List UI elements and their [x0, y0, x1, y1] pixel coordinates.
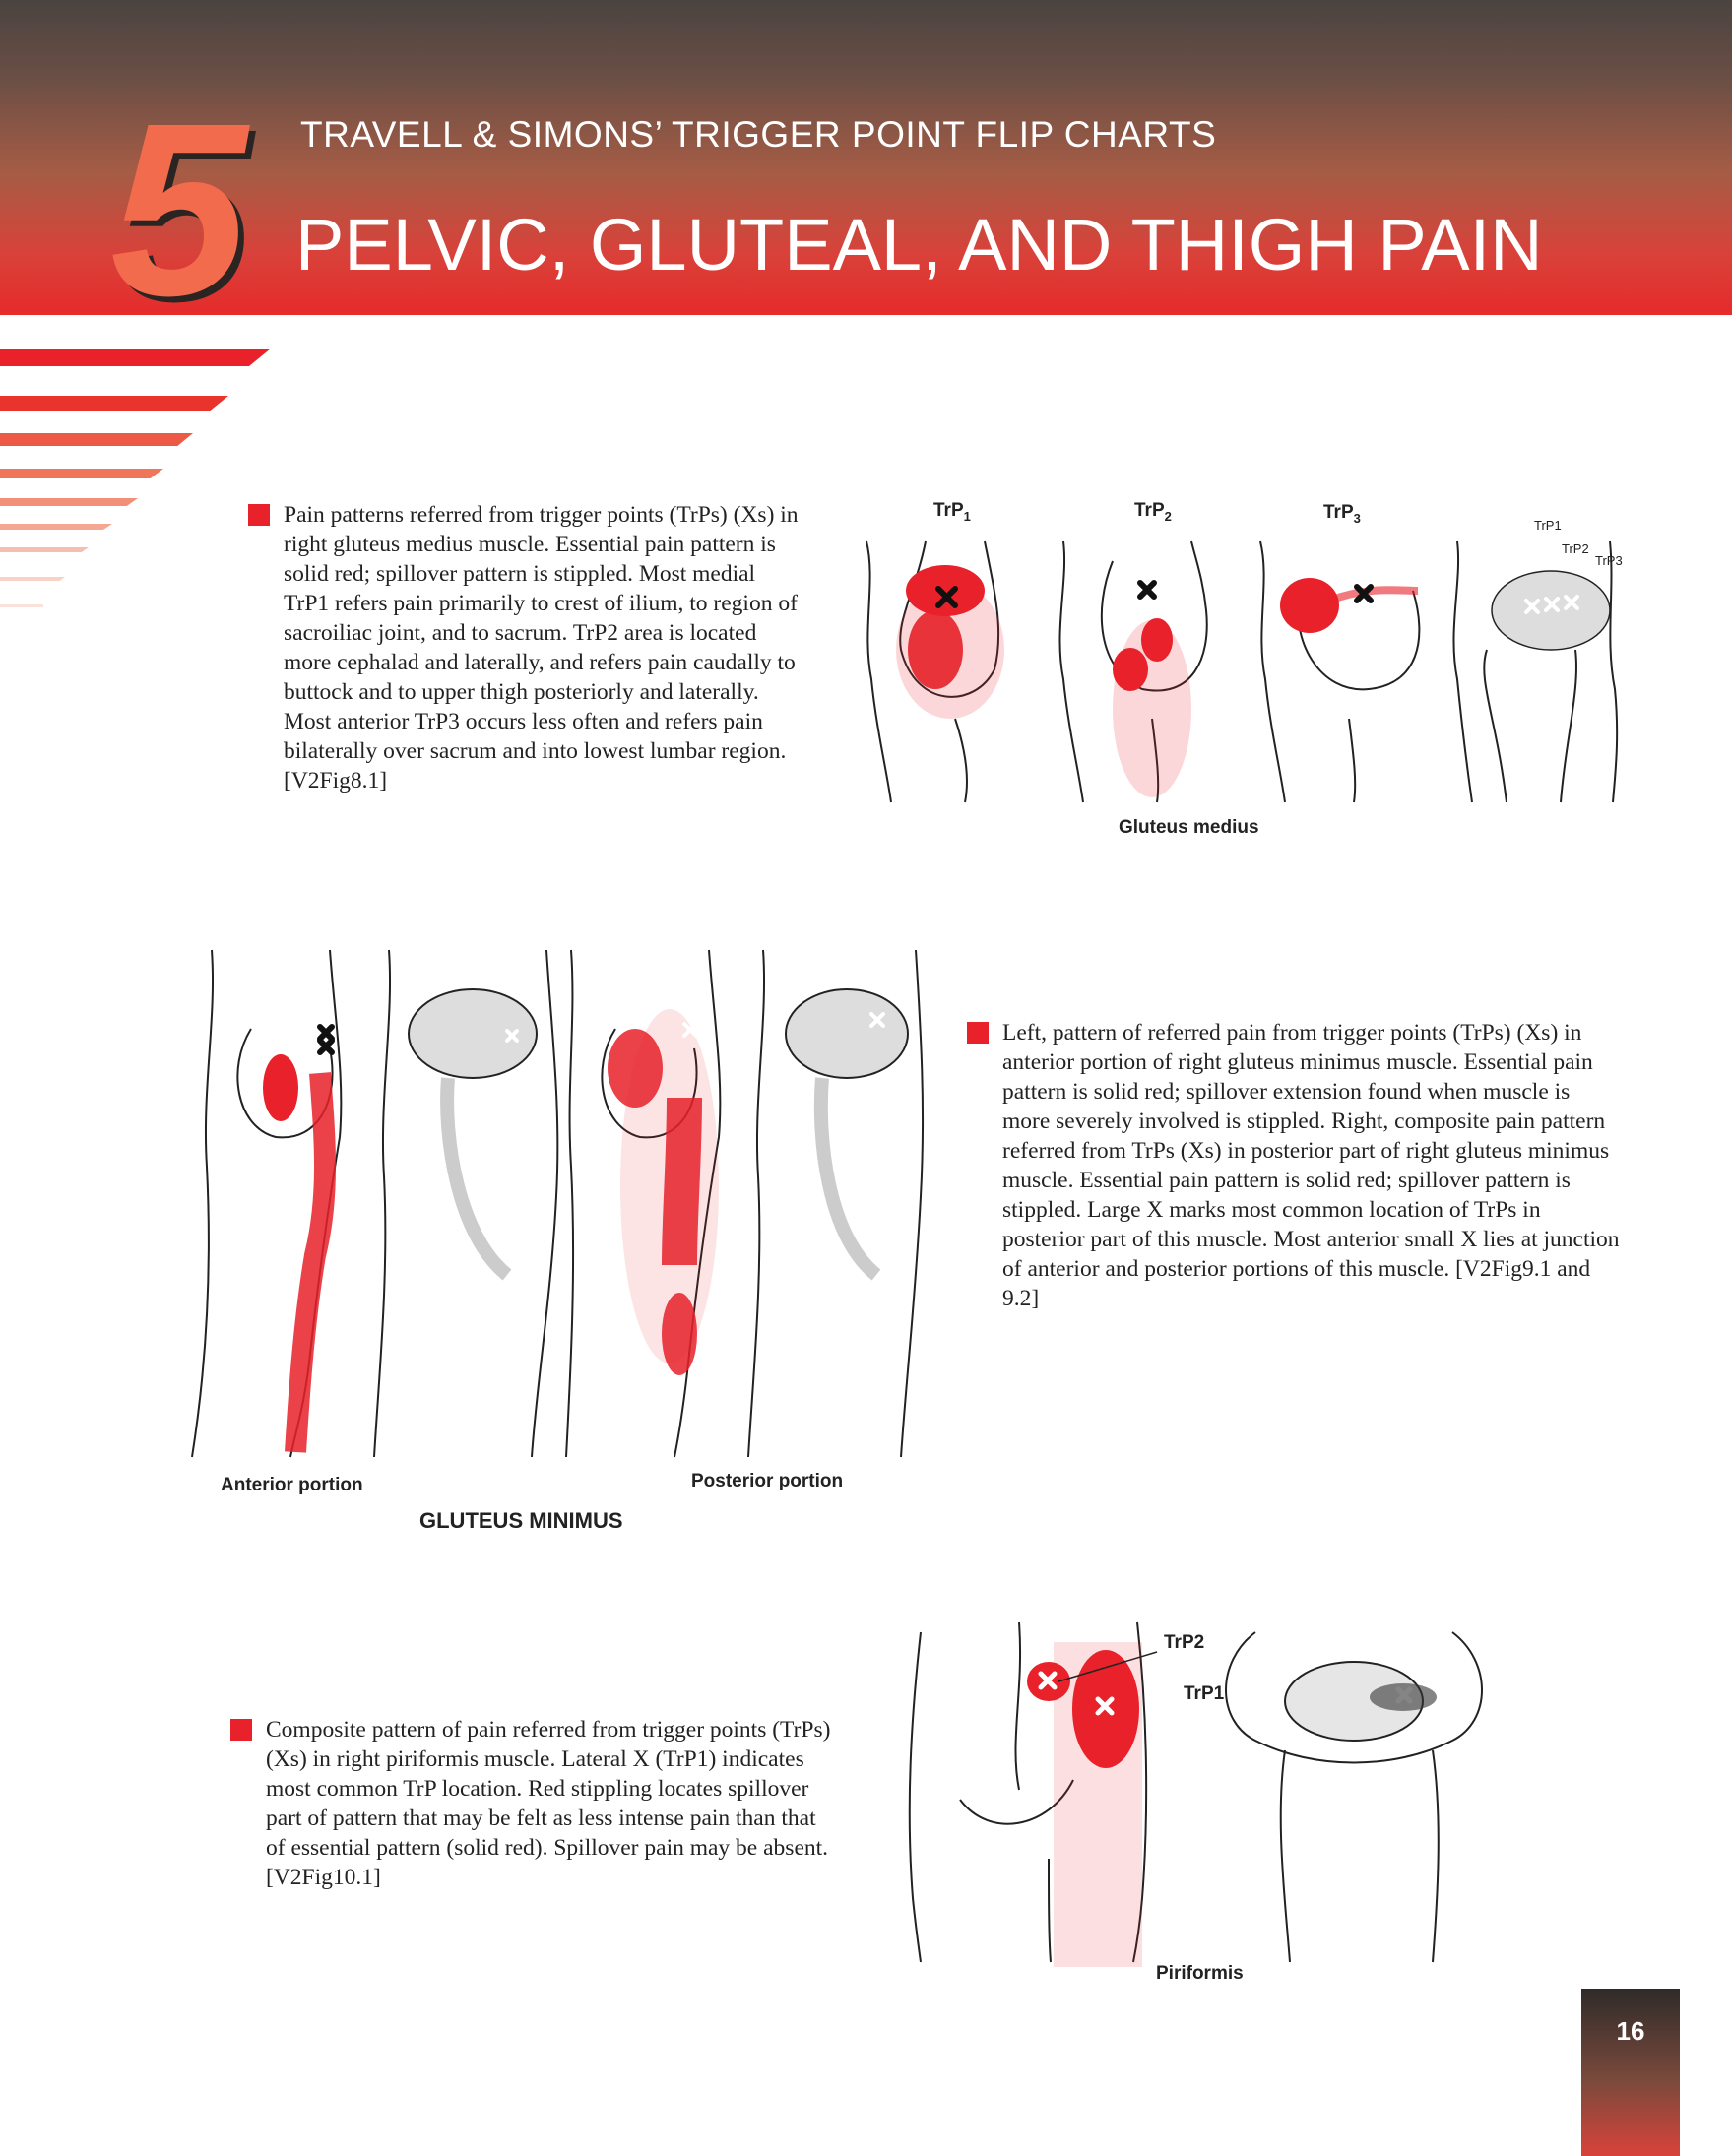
chapter-title: PELVIC, GLUTEAL, AND THIGH PAIN — [295, 204, 1543, 285]
stripe — [0, 433, 193, 446]
chapter-number: 5 — [110, 72, 248, 347]
anterior-portion-label: Anterior portion — [221, 1475, 363, 1495]
gluteus-minimus-description: Left, pattern of referred pain from trig… — [967, 1018, 1623, 1313]
stripe — [0, 547, 89, 552]
piriformis-trp1-label: TrP1 — [1184, 1683, 1225, 1704]
gluteus-minimus-caption: GLUTEUS MINIMUS — [419, 1508, 623, 1533]
piriformis-text: Composite pattern of pain referred from … — [266, 1717, 831, 1890]
stripe — [0, 524, 112, 530]
section-bullet — [967, 1022, 989, 1044]
stripe — [0, 604, 43, 607]
stripe — [0, 349, 271, 366]
piriformis-caption: Piriformis — [1156, 1963, 1244, 1984]
posterior-portion-label: Posterior portion — [691, 1471, 844, 1491]
trp3-label: TrP3 — [1323, 502, 1361, 526]
trp1-label: TrP1 — [933, 500, 971, 524]
stripe — [0, 498, 138, 506]
gluteus-medius-description: Pain patterns referred from trigger poin… — [248, 500, 800, 795]
gluteus-medius-caption: Gluteus medius — [1119, 817, 1259, 838]
piriformis-trp2-label: TrP2 — [1164, 1632, 1205, 1653]
gluteus-medius-illustration — [866, 540, 1619, 803]
chapter-banner: 5 TRAVELL & SIMONS’ TRIGGER POINT FLIP C… — [0, 0, 1732, 333]
gluteus-minimus-illustration — [191, 949, 925, 1458]
piriformis-description: Composite pattern of pain referred from … — [230, 1715, 835, 1892]
small-trp3-label: TrP3 — [1595, 553, 1623, 568]
stripe — [0, 469, 163, 478]
gluteus-minimus-text: Left, pattern of referred pain from trig… — [1002, 1020, 1620, 1311]
small-trp2-label: TrP2 — [1562, 541, 1589, 556]
page-number-box: 16 — [1581, 1989, 1680, 2156]
stripe — [0, 577, 65, 581]
section-bullet — [230, 1719, 252, 1741]
section-bullet — [248, 504, 270, 526]
page-number: 16 — [1616, 2016, 1645, 2046]
small-trp1-label: TrP1 — [1534, 518, 1562, 533]
trp2-label: TrP2 — [1134, 500, 1172, 524]
gluteus-medius-text: Pain patterns referred from trigger poin… — [284, 502, 799, 793]
series-title: TRAVELL & SIMONS’ TRIGGER POINT FLIP CHA… — [300, 114, 1217, 155]
stripe — [0, 396, 228, 411]
piriformis-illustration — [908, 1621, 1483, 1967]
